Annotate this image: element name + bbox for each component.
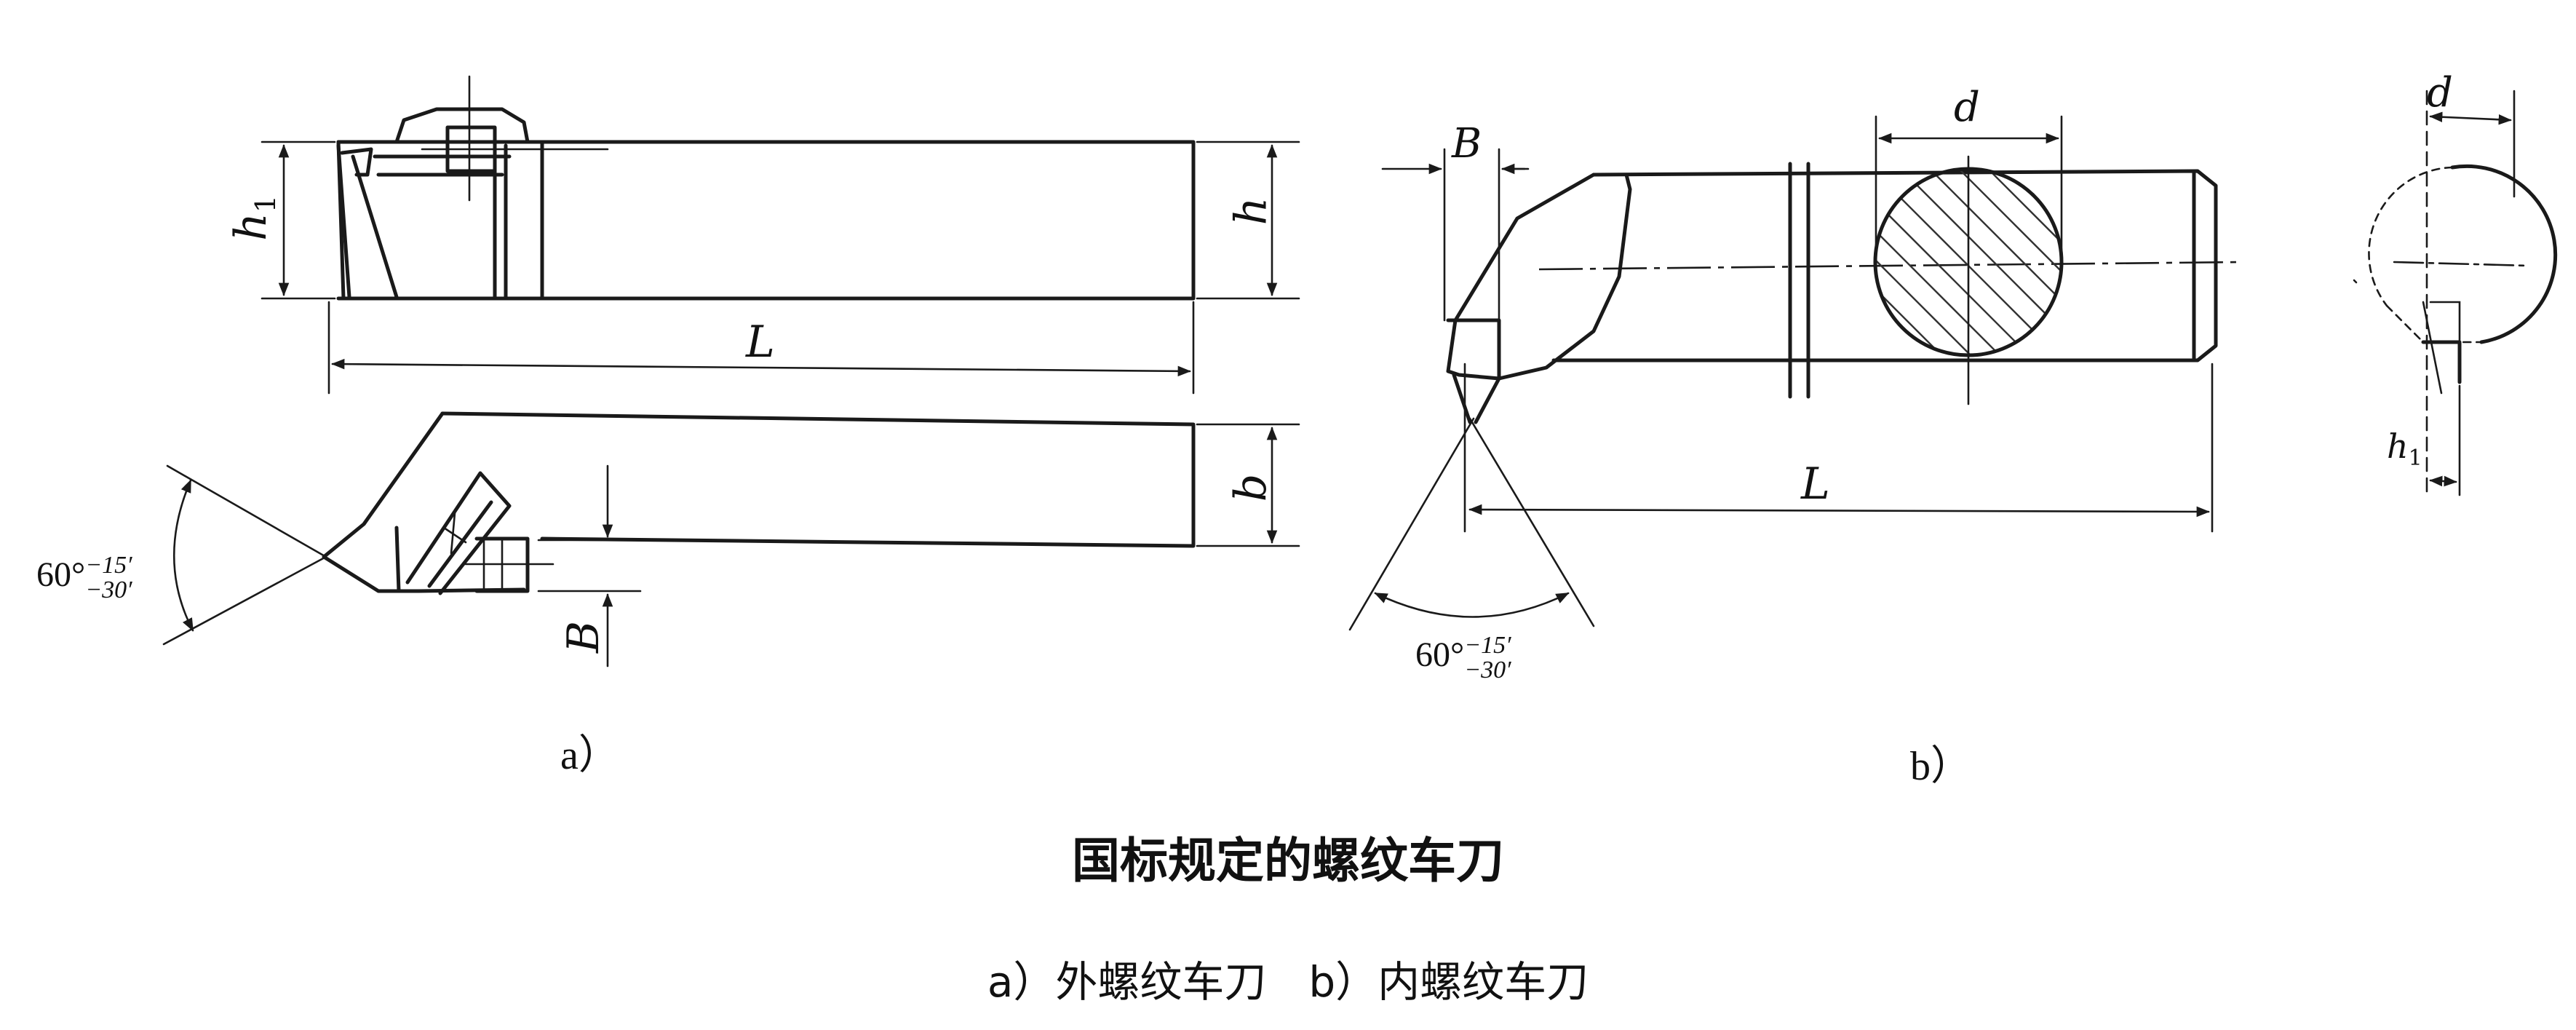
dim-B-a: B [558, 620, 610, 654]
external-tool-front-view [162, 411, 1300, 667]
internal-tool-side-view [2353, 90, 2558, 496]
dim-h-a: h [1225, 197, 1277, 226]
dim-B-b: B [1452, 120, 1482, 167]
angle-b: 60°−15′−30′ [1415, 632, 1511, 684]
angle-a: 60°−15′−30′ [36, 552, 132, 603]
figure-title: 国标规定的螺纹车刀 [1072, 833, 1504, 889]
dim-d-side: d [2427, 69, 2453, 116]
figure-subtitle: a）外螺纹车刀 b）内螺纹车刀 [987, 957, 1589, 1007]
dim-h1-a: h1 [225, 195, 282, 241]
dim-L-a: L [746, 317, 775, 368]
subfigure-label-a: a） [560, 733, 619, 778]
internal-tool-view [1348, 115, 2242, 631]
dim-L-b: L [1801, 459, 1830, 510]
external-tool-top-view [261, 75, 1300, 395]
dim-b-a: b [1225, 473, 1277, 502]
dim-h1-side: h1 [2387, 427, 2422, 472]
dim-d-b: d [1954, 84, 1980, 131]
subfigure-label-b: b） [1910, 744, 1971, 789]
